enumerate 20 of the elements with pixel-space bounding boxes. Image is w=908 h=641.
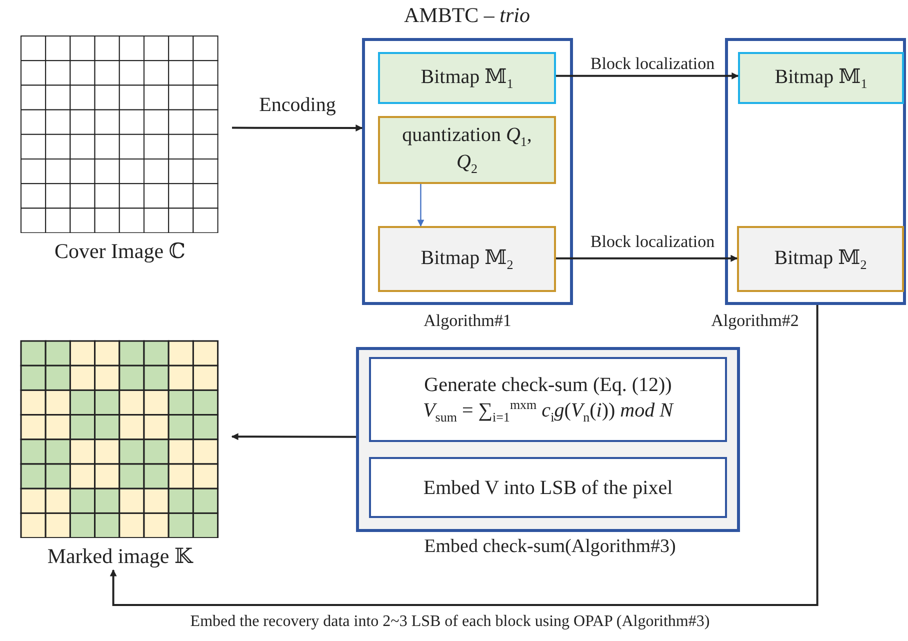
- algorithm-panel: [362, 38, 573, 305]
- arrow: [417, 184, 424, 227]
- arrow: [232, 124, 363, 132]
- process-box: Embed V into LSB of the pixel: [369, 457, 727, 518]
- process-box: Bitmap 𝕄$_{1}$: [378, 52, 556, 104]
- algorithm-panel: [356, 347, 740, 532]
- arrow: [556, 72, 739, 80]
- arrow: [556, 254, 738, 262]
- arrow: [110, 305, 818, 606]
- checksum-formula: V$_{sum}$ = ∑$_{i=1}$$^{mxm}$ c$_{i}$g(V$_{n}$(i)) mod N: [423, 397, 673, 426]
- process-box: Bitmap 𝕄$_{2}$: [737, 226, 904, 292]
- image-caption: Marked image 𝕂: [47, 544, 193, 570]
- process-box: Bitmap 𝕄$_{2}$: [378, 226, 556, 292]
- process-box: quantization Q$_{1}$, Q$_{2}$: [378, 116, 556, 184]
- process-box: [369, 357, 727, 442]
- image-caption: Cover Image ℂ: [54, 239, 186, 264]
- process-box: Bitmap 𝕄$_{1}$: [738, 52, 904, 104]
- algorithm-panel: [725, 38, 906, 305]
- box-heading: Generate check-sum (Eq. (12)): [424, 373, 672, 398]
- arrow: [231, 433, 356, 440]
